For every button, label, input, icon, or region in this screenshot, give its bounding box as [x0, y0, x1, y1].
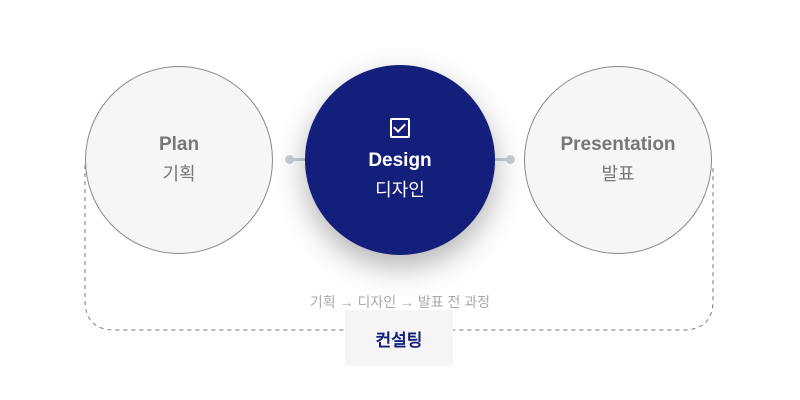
step-title: Presentation: [560, 134, 676, 155]
step-subtitle: 기획: [162, 164, 196, 184]
step-design: Design 디자인: [305, 65, 495, 255]
connector-line: [493, 158, 511, 161]
consulting-label: 컨설팅: [345, 310, 453, 366]
process-note: 기획 → 디자인 → 발표 전 과정: [309, 294, 491, 310]
connector-dot: [506, 155, 515, 164]
step-title: Plan: [158, 134, 200, 155]
checkbox-icon: [390, 118, 410, 138]
step-subtitle: 디자인: [375, 180, 425, 200]
connector-line: [289, 158, 307, 161]
connector-dot: [285, 155, 294, 164]
step-plan: Plan 기획: [85, 66, 273, 254]
step-presentation: Presentation 발표: [524, 66, 712, 254]
step-title: Design: [368, 150, 432, 171]
step-subtitle: 발표: [601, 164, 635, 184]
